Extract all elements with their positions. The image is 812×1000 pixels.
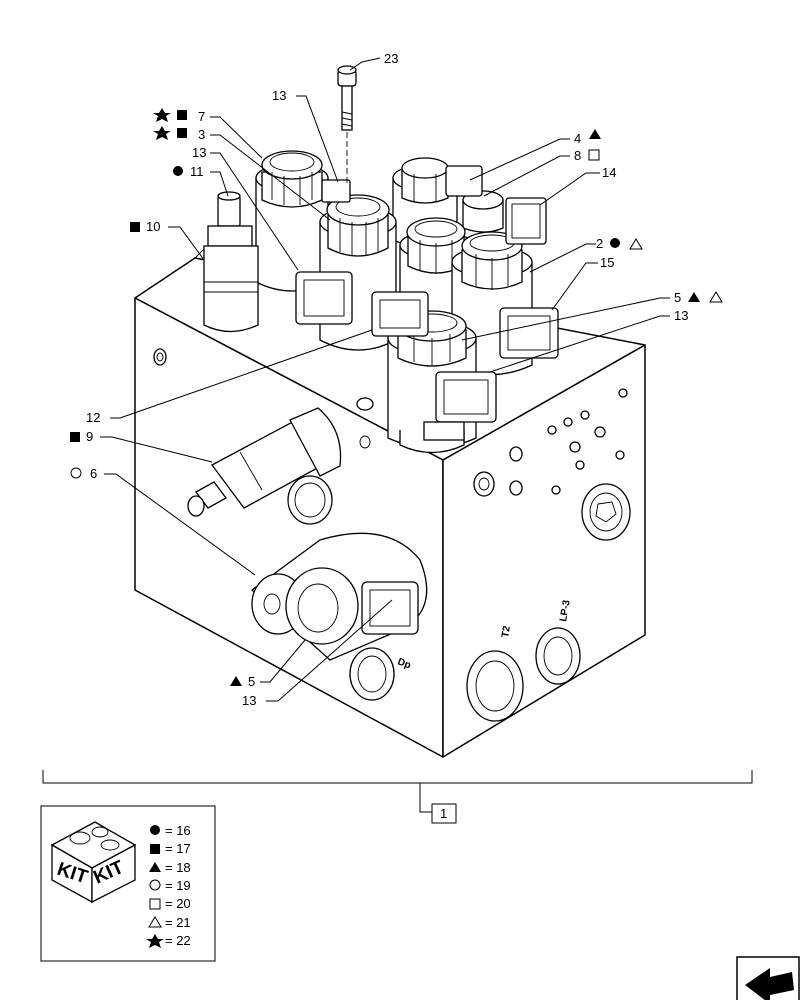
legend-entry: = 18 [165, 860, 191, 875]
open-square-icon [149, 898, 161, 910]
filled-circle-icon [610, 238, 620, 248]
sensor-11 [203, 191, 259, 333]
open-square-icon [588, 149, 600, 161]
port-label-lp3: LP-3 [558, 599, 573, 623]
arrow-icon[interactable] [736, 956, 800, 1000]
legend-entry: = 20 [165, 896, 191, 911]
cartridge-rear-left [255, 150, 329, 292]
callout-1: 1 [440, 806, 447, 821]
filled-square-icon [70, 432, 80, 442]
filled-circle-icon [173, 166, 183, 176]
callout-5: 5 [674, 290, 681, 305]
bolt-23 [337, 65, 357, 185]
callout-11: 11 [190, 164, 204, 179]
filled-triangle-icon [230, 676, 242, 686]
callout-12: 12 [86, 410, 100, 425]
open-circle-icon [149, 879, 161, 891]
open-triangle-icon [148, 916, 162, 928]
coil-6-5 [250, 532, 428, 661]
callout-15: 15 [600, 255, 614, 270]
callout-13: 13 [192, 145, 206, 160]
connectors [295, 165, 559, 441]
filled-square-icon [177, 110, 187, 120]
callout-symbols [70, 108, 723, 686]
leader-lines [100, 57, 670, 702]
legend-entry: = 22 [165, 933, 191, 948]
callout-9: 9 [86, 429, 93, 444]
open-triangle-icon [629, 238, 643, 250]
callout-7: 7 [198, 109, 205, 124]
callout-23: 23 [384, 51, 398, 66]
filled-triangle-icon [149, 862, 161, 872]
left-face-ports [153, 348, 395, 701]
cartridge-rear-right [462, 190, 504, 233]
legend-entry: = 19 [165, 878, 191, 893]
filled-triangle-icon [589, 129, 601, 139]
callout-5: 5 [248, 674, 255, 689]
callout-14: 14 [602, 165, 616, 180]
filled-square-icon [177, 128, 187, 138]
callout-4: 4 [574, 131, 581, 146]
port-label-dp: Dp [396, 656, 412, 671]
star-icon [153, 126, 171, 140]
open-circle-icon [70, 467, 82, 479]
legend-entry: = 16 [165, 823, 191, 838]
callout-13: 13 [272, 88, 286, 103]
callout-2: 2 [596, 236, 603, 251]
callout-8: 8 [574, 148, 581, 163]
legend-entry: = 21 [165, 915, 191, 930]
callout-6: 6 [90, 466, 97, 481]
assembly-bracket [42, 770, 753, 813]
star-icon [146, 934, 164, 948]
filled-square-icon [150, 844, 160, 854]
right-face-ports [466, 388, 631, 722]
callout-13: 13 [242, 693, 256, 708]
valve-9 [187, 407, 342, 517]
item-1-box [431, 803, 457, 824]
open-triangle-icon [709, 291, 723, 303]
kit-legend-items: = 16 = 17 = 18 = 19 = 20 = 21 = 22 [146, 823, 191, 948]
filled-square-icon [130, 222, 140, 232]
legend-entry: = 17 [165, 841, 191, 856]
filled-triangle-icon [688, 292, 700, 302]
filled-circle-icon [150, 825, 160, 835]
callout-3: 3 [198, 127, 205, 142]
callout-13: 13 [674, 308, 688, 323]
kit-legend: KIT KIT [40, 805, 216, 962]
callout-10: 10 [146, 219, 160, 234]
port-label-t2: T2 [500, 625, 513, 639]
